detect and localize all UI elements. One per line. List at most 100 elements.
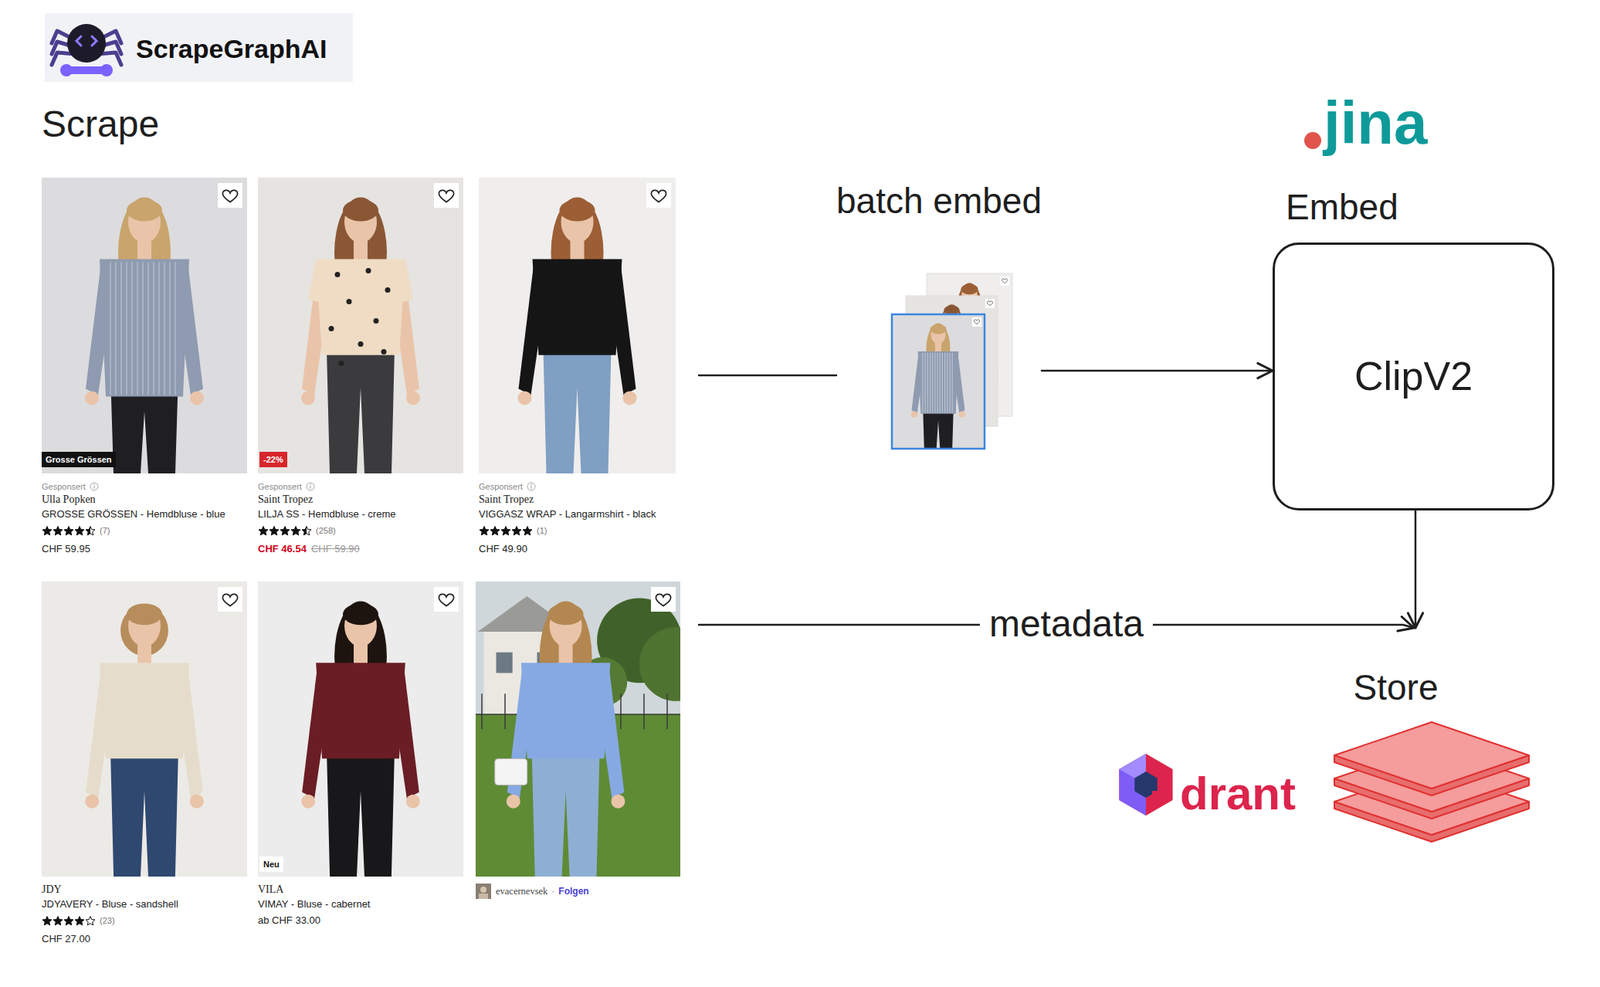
shirt-stripe bbox=[937, 352, 939, 414]
logo-dot bbox=[1304, 132, 1322, 150]
logo-background bbox=[44, 13, 353, 82]
hair-top bbox=[126, 603, 163, 625]
star bbox=[85, 915, 95, 925]
product-card: NeuVILAVIMAY - Bluse - cabernetab CHF 33… bbox=[257, 581, 464, 963]
star bbox=[269, 525, 279, 535]
info-dot bbox=[93, 483, 95, 485]
product-photo bbox=[891, 314, 985, 449]
fence-post bbox=[643, 693, 645, 729]
shirt-stripe bbox=[110, 261, 112, 395]
card-row: CHF 59.95 bbox=[41, 539, 263, 557]
product-card: -22%GesponsertSaint TropezLILJA SS - Hem… bbox=[257, 177, 464, 560]
star bbox=[64, 915, 74, 925]
product-title: JDYAVERY - Bluse - sandshell bbox=[41, 898, 179, 910]
top-garment bbox=[532, 258, 623, 355]
star bbox=[511, 525, 522, 535]
photo-background bbox=[41, 177, 248, 474]
wishlist-button bbox=[433, 586, 459, 612]
fence-post bbox=[504, 693, 506, 729]
card-details: JDYJDYAVERY - Bluse - sandshell(23)CHF 2… bbox=[41, 882, 263, 947]
hair-top bbox=[559, 199, 596, 221]
selected-thumbnail-border bbox=[891, 314, 985, 449]
product-card: JDYJDYAVERY - Bluse - sandshell(23)CHF 2… bbox=[41, 581, 248, 963]
product-badge: Grosse Grössen bbox=[41, 451, 116, 468]
shirt-dot bbox=[385, 287, 391, 293]
wishlist-button bbox=[217, 183, 243, 208]
card-row: CHF 46.54CHF 59.90 bbox=[257, 539, 479, 557]
info-dot bbox=[530, 483, 533, 485]
layer-top bbox=[1334, 722, 1529, 789]
photo-background bbox=[257, 177, 464, 474]
star bbox=[291, 525, 301, 535]
author-name: evacernevsek bbox=[495, 885, 548, 898]
shirt-stripe bbox=[121, 261, 123, 395]
heart-icon bbox=[986, 301, 993, 306]
wishlist-button bbox=[433, 183, 459, 208]
info-icon bbox=[526, 481, 536, 492]
rating-stars bbox=[41, 915, 96, 926]
brand-name: VILA bbox=[257, 883, 284, 896]
product-photo bbox=[475, 581, 681, 877]
flow-arrow bbox=[698, 374, 837, 377]
fence-post bbox=[620, 693, 622, 729]
separator: · bbox=[551, 885, 555, 897]
info-ring bbox=[90, 482, 99, 491]
shirt-stripe bbox=[934, 352, 936, 414]
info-stem bbox=[530, 485, 532, 489]
top-garment bbox=[99, 662, 190, 759]
card-row: LILJA SS - Hemdbluse - creme bbox=[257, 506, 479, 522]
avatar-body bbox=[478, 893, 489, 899]
wishlist-button bbox=[1000, 276, 1010, 286]
hair-top bbox=[960, 284, 978, 295]
batch-embed-stack: batch embed bbox=[836, 181, 1042, 456]
step-label: batch embed bbox=[836, 181, 1042, 221]
product-card: evacernevsek·Folgen bbox=[475, 581, 681, 963]
hand bbox=[911, 411, 918, 418]
spider-body bbox=[67, 23, 106, 63]
shirt-stripe bbox=[137, 261, 139, 395]
card-row: CHF 49.90 bbox=[478, 539, 692, 557]
embed-model-box: EmbedClipV2 bbox=[1272, 242, 1555, 511]
product-title: VIGGASZ WRAP - Langarmshirt - black bbox=[478, 508, 657, 520]
shirt-dot bbox=[335, 271, 341, 278]
section-heading: Scrape bbox=[41, 104, 160, 146]
shirt-stripe bbox=[946, 352, 948, 414]
rating-stars bbox=[41, 525, 96, 536]
card-details: evacernevsek·Folgen bbox=[475, 882, 696, 900]
heart-icon bbox=[1001, 278, 1007, 284]
top-garment bbox=[99, 258, 190, 397]
shirt-stripe bbox=[153, 261, 155, 395]
hand bbox=[301, 794, 316, 809]
step-heading: Store bbox=[1305, 667, 1487, 708]
heart-icon bbox=[438, 189, 454, 202]
hair-top bbox=[930, 324, 947, 335]
shirt-stripe bbox=[944, 352, 946, 414]
card-details: GesponsertUlla PopkenGROSSE GRÖSSEN - He… bbox=[41, 479, 263, 557]
star bbox=[42, 525, 52, 535]
photo-background bbox=[478, 177, 676, 474]
card-details: GesponsertSaint TropezLILJA SS - Hemdblu… bbox=[257, 479, 479, 557]
heart-icon bbox=[655, 593, 671, 606]
hand bbox=[84, 390, 99, 405]
star bbox=[280, 525, 290, 535]
rating-stars bbox=[257, 525, 312, 536]
hair-top bbox=[126, 199, 163, 221]
price: ab CHF 33.00 bbox=[257, 914, 321, 926]
brand-name: Saint Tropez bbox=[257, 493, 313, 506]
shirt-dot bbox=[346, 298, 353, 305]
star bbox=[42, 915, 52, 925]
price: CHF 49.90 bbox=[478, 542, 528, 555]
photo-background bbox=[41, 581, 248, 877]
sponsored-note: Gesponsert bbox=[478, 481, 523, 492]
hand bbox=[506, 794, 521, 809]
spider-eye bbox=[76, 36, 82, 46]
sponsored-note: Gesponsert bbox=[41, 481, 86, 492]
shirt-stripe bbox=[142, 261, 144, 395]
card-row: (7) bbox=[41, 521, 263, 540]
hand bbox=[84, 794, 99, 809]
tree bbox=[639, 627, 681, 702]
hair-top bbox=[548, 603, 584, 625]
shirt-stripe bbox=[132, 261, 133, 395]
brand-name: Saint Tropez bbox=[478, 493, 534, 506]
hair-top bbox=[342, 199, 379, 221]
